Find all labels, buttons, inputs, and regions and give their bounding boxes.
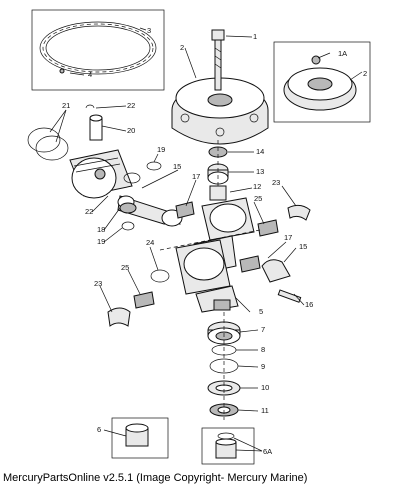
callout-12: 12 (253, 182, 261, 191)
callout-5: 5 (259, 307, 263, 316)
leader-lines (49, 27, 363, 452)
callout-22-bottom: 22 (85, 207, 93, 216)
callout-6A: 6A (263, 447, 272, 456)
callout-9: 9 (261, 362, 265, 371)
bushing-box (111, 417, 169, 459)
callout-24: 24 (146, 238, 154, 247)
crankshaft (175, 185, 255, 313)
piston-rings (27, 127, 69, 161)
callout-17-top: 17 (192, 172, 200, 181)
callout-20: 20 (127, 126, 135, 135)
callout-18: 18 (97, 225, 105, 234)
alt-flywheel-box (273, 41, 371, 123)
bearing-race-halves (107, 204, 311, 327)
callout-1: 1 (253, 32, 257, 41)
bearing-cages (133, 201, 279, 309)
callout-15-top: 15 (173, 162, 181, 171)
retaining-ring-24 (150, 269, 170, 283)
callout-14: 14 (256, 147, 264, 156)
callout-13: 13 (256, 167, 264, 176)
crank-axis (159, 229, 261, 251)
callout-15-bottom: 15 (299, 242, 307, 251)
wrist-pin (85, 104, 103, 141)
piston (69, 149, 133, 199)
callout-23-left: 23 (94, 279, 102, 288)
callout-10: 10 (261, 383, 269, 392)
callout-21: 21 (62, 101, 70, 110)
callout-17-bottom: 17 (284, 233, 292, 242)
callout-6: 6 (97, 425, 101, 434)
callout-8: 8 (261, 345, 265, 354)
copyright-caption: MercuryPartsOnline v2.5.1 (Image Copyrig… (3, 472, 308, 484)
callout-25-left: 25 (121, 263, 129, 272)
callout-2-flywheel: 2 (180, 43, 184, 52)
callout-7: 7 (261, 325, 265, 334)
callout-19-top: 19 (157, 145, 165, 154)
flywheel (171, 77, 269, 145)
callout-25-right: 25 (254, 194, 262, 203)
callout-3: 3 (147, 26, 151, 35)
callout-2-alt-flywheel: 2 (363, 69, 367, 78)
flywheel-bolt (211, 29, 225, 91)
bushing-6a-box (201, 427, 255, 465)
callout-4: 4 (88, 70, 92, 79)
callout-16: 16 (305, 300, 313, 309)
callout-19-bottom: 19 (97, 237, 105, 246)
ring-gear-box (31, 9, 165, 91)
callout-1A: 1A (338, 49, 347, 58)
callout-23-right: 23 (272, 178, 280, 187)
callout-22-top: 22 (127, 101, 135, 110)
rod-cap-lower (261, 259, 302, 303)
callout-11: 11 (261, 406, 269, 415)
